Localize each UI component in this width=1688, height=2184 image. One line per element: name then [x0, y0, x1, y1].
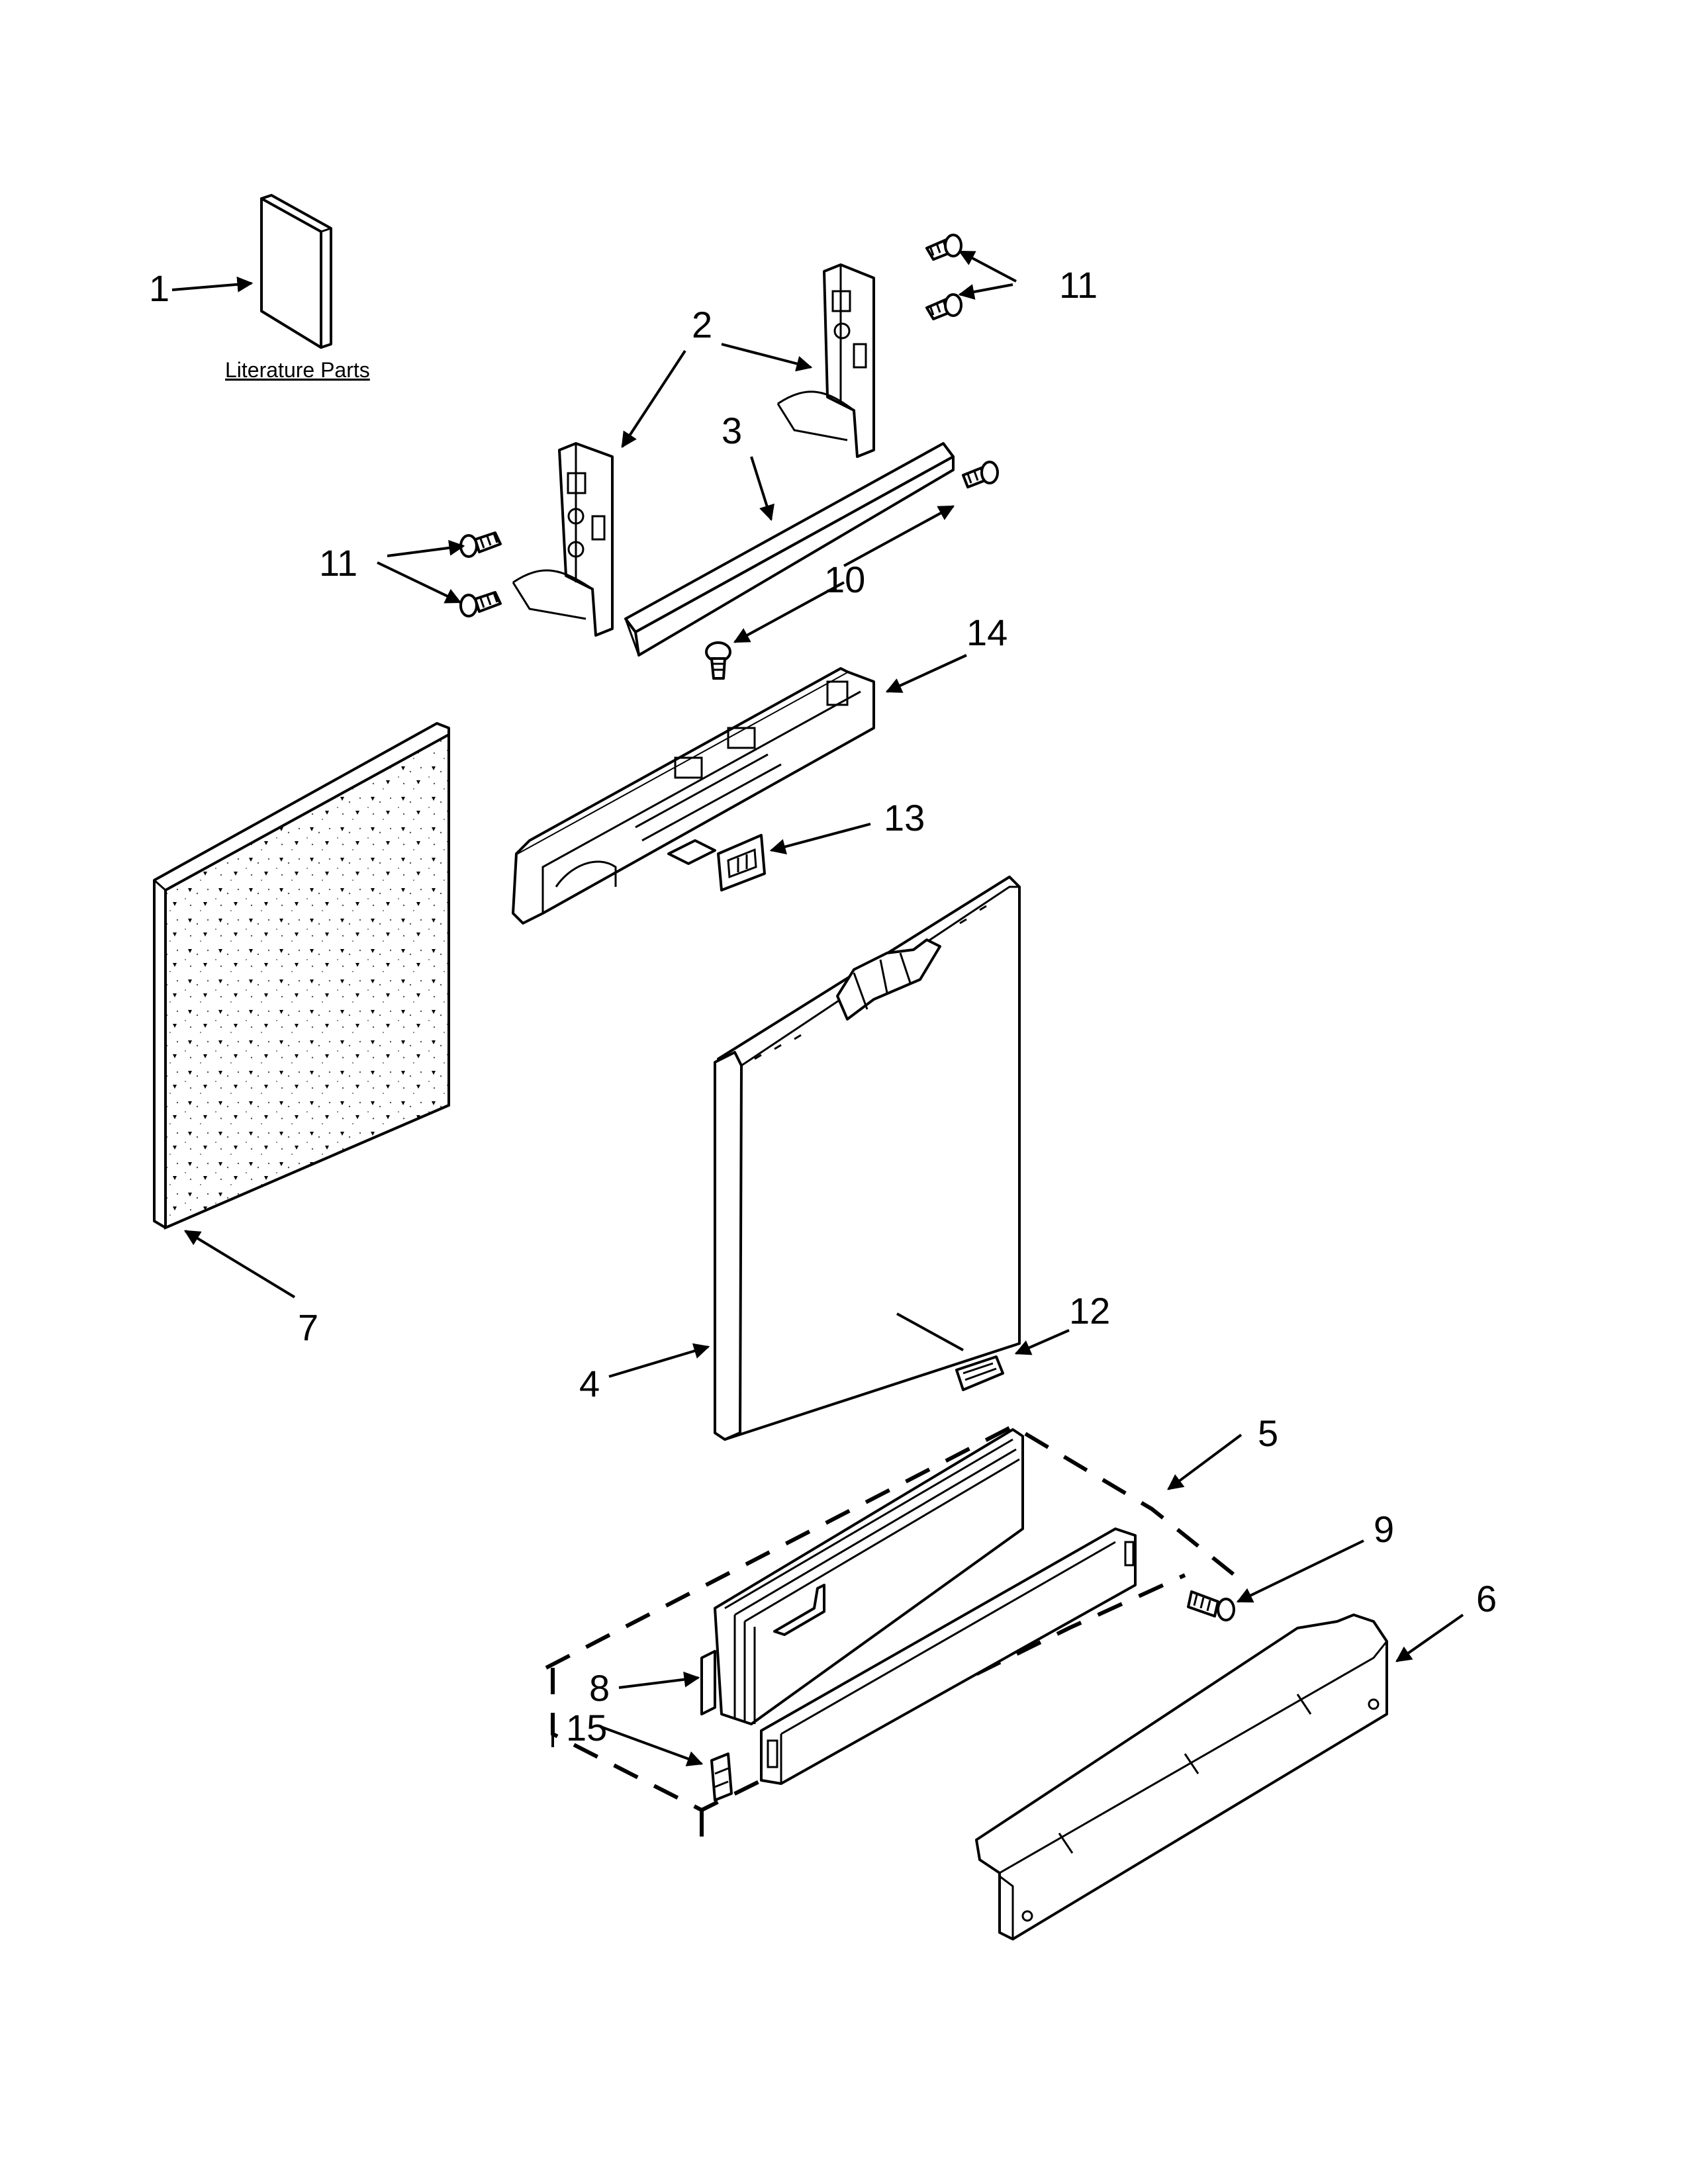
kick-plate [975, 1614, 1388, 1940]
callout-11-left: 11 [319, 542, 357, 584]
screw-11-left-a [459, 531, 502, 558]
toe-panel-kit-outline [545, 1424, 1236, 1840]
callout-2: 2 [692, 304, 712, 345]
outer-door-panel [714, 876, 1021, 1441]
screw-9 [1187, 1590, 1235, 1621]
latch-strike-clip [717, 834, 766, 891]
callout-10: 10 [824, 559, 865, 600]
screw-10-bottom [705, 641, 731, 680]
callout-4: 4 [579, 1363, 600, 1404]
leader-lines [171, 250, 1464, 1766]
door-latch-assembly [512, 667, 875, 925]
callout-11-top: 11 [1059, 264, 1098, 306]
screw-10-right [962, 461, 999, 488]
door-front-panel [153, 722, 450, 1230]
screw-11-top-b [925, 293, 962, 320]
callout-1: 1 [149, 267, 169, 309]
lower-toe-panel [700, 1428, 1024, 1725]
logo-badge [955, 1355, 1004, 1391]
door-hinge-bracket-left [512, 442, 614, 637]
literature-booklet [260, 194, 332, 349]
literature-caption: Literature Parts [225, 358, 370, 382]
callout-9: 9 [1374, 1508, 1394, 1550]
callout-7: 7 [298, 1306, 318, 1348]
callout-8: 8 [589, 1667, 610, 1709]
callout-6: 6 [1476, 1578, 1497, 1619]
callout-15: 15 [566, 1707, 607, 1749]
toe-panel-clip [710, 1752, 733, 1801]
toe-kick-strip [760, 1527, 1137, 1785]
screw-11-left-b [459, 591, 502, 617]
callout-14: 14 [966, 612, 1008, 653]
callout-13: 13 [884, 797, 925, 839]
callout-12: 12 [1069, 1290, 1110, 1332]
door-hinge-bracket-right [776, 263, 875, 458]
door-brace-channel [624, 442, 955, 657]
callout-3: 3 [722, 410, 742, 451]
screw-11-top-a [925, 234, 962, 261]
callout-5: 5 [1258, 1412, 1278, 1454]
